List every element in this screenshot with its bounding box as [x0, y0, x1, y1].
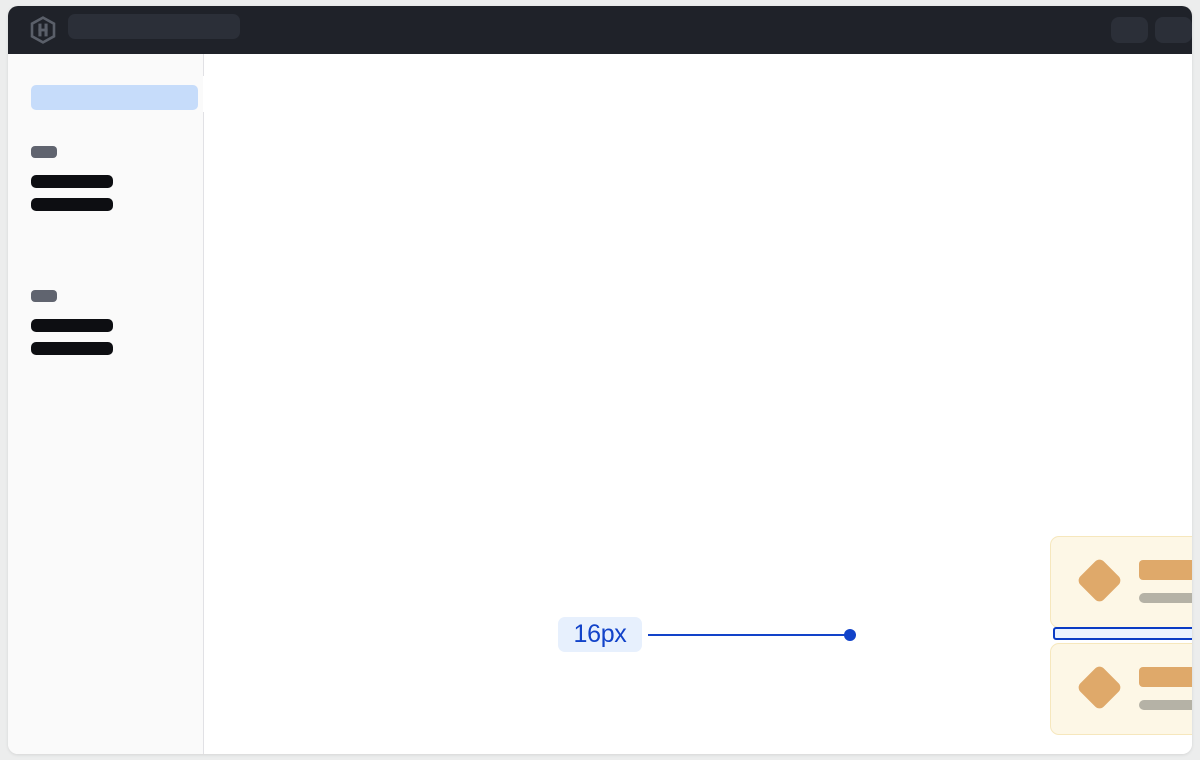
list-item-subtitle: [1139, 700, 1192, 710]
list-item[interactable]: [1050, 536, 1192, 628]
top-bar-chip-one[interactable]: [1111, 17, 1148, 43]
main-canvas: 16px: [204, 54, 1192, 754]
sidebar: [8, 54, 204, 754]
diamond-icon: [1076, 557, 1123, 604]
sidebar-group-two-label: [31, 290, 57, 302]
top-bar: [8, 6, 1192, 54]
sidebar-item-active[interactable]: [31, 85, 198, 110]
sidebar-group-two: [31, 290, 201, 355]
measurement-leader-line: [648, 634, 851, 636]
diamond-icon: [1076, 664, 1123, 711]
sidebar-group-one: [31, 146, 201, 211]
hexagon-h-logo-icon[interactable]: [29, 16, 57, 44]
sidebar-item-group-one-1[interactable]: [31, 175, 113, 188]
sidebar-item-group-two-1[interactable]: [31, 319, 113, 332]
spacing-gap-highlight: [1053, 627, 1192, 640]
app-window: 16px: [8, 6, 1192, 754]
sidebar-group-one-label: [31, 146, 57, 158]
list-item[interactable]: [1050, 643, 1192, 735]
sidebar-item-group-one-2[interactable]: [31, 198, 113, 211]
top-bar-chip-two[interactable]: [1155, 17, 1192, 43]
spacing-value-badge: 16px: [558, 617, 642, 652]
list-item-subtitle: [1139, 593, 1192, 603]
list-item-title: [1139, 560, 1192, 580]
measurement-endpoint-dot: [844, 629, 856, 641]
spacing-value-text: 16px: [573, 620, 627, 648]
search-input[interactable]: [68, 14, 240, 39]
sidebar-item-group-two-2[interactable]: [31, 342, 113, 355]
list-item-title: [1139, 667, 1192, 687]
